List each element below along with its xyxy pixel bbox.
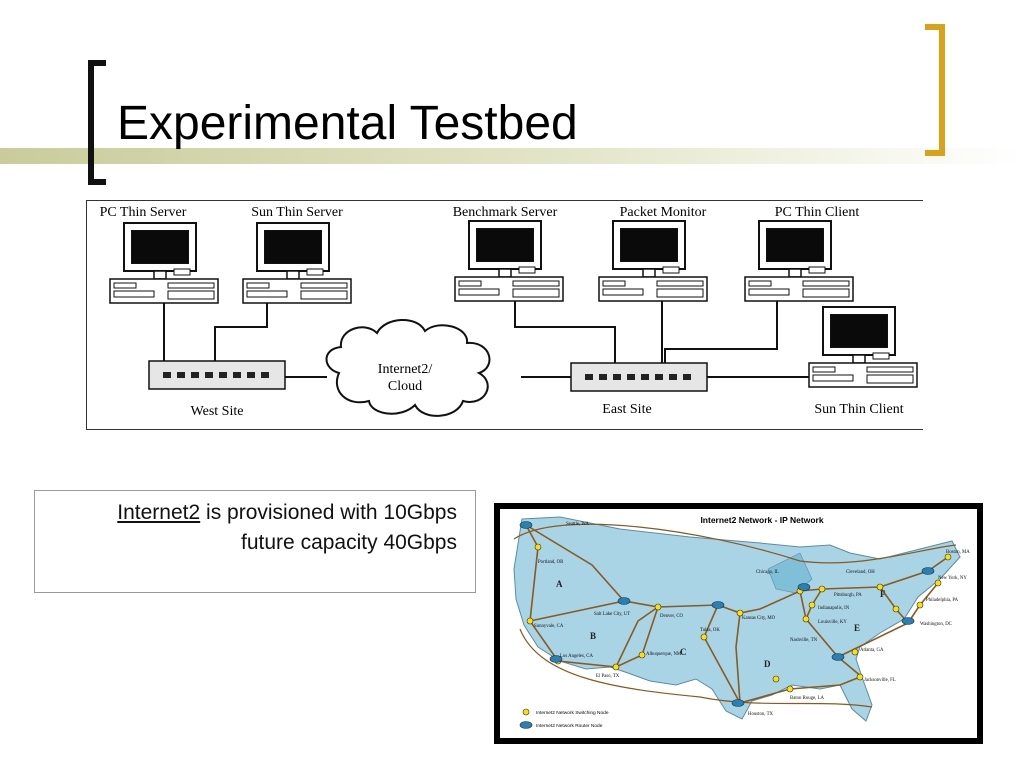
region-label: C — [680, 647, 687, 657]
west-switch: West Site — [148, 360, 286, 419]
us-landmass — [513, 516, 961, 722]
city-label: Washington, DC — [920, 622, 952, 627]
machine-label: PC Thin Server — [100, 205, 187, 220]
region-labels: A B C D E F — [556, 579, 886, 669]
machine-sun-thin-server: Sun Thin Server — [242, 205, 352, 304]
region-label: E — [854, 623, 860, 633]
region-label: F — [880, 589, 886, 599]
internet2-cloud: Internet2/ Cloud — [325, 318, 491, 417]
city-label: Los Angeles, CA — [560, 654, 593, 659]
city-label: Portland, OR — [538, 560, 564, 565]
east-switch: East Site — [570, 362, 708, 417]
left-bracket — [88, 60, 106, 185]
machine-label: PC Thin Client — [775, 205, 860, 220]
internet2-map: Internet2 Network - IP Network — [500, 509, 977, 738]
region-label: B — [590, 631, 596, 641]
slide-title: Experimental Testbed — [117, 97, 578, 150]
city-labels: Seattle, WA Portland, OR Sunnyvale, CA L… — [534, 522, 970, 717]
city-label: Albuquerque, NM — [646, 652, 682, 657]
city-label: Houston, TX — [748, 712, 773, 717]
internet2-link[interactable]: Internet2 — [117, 501, 201, 524]
city-label: Sunnyvale, CA — [534, 624, 564, 629]
machine-benchmark-server: Benchmark Server — [453, 205, 564, 302]
title-band — [0, 148, 1024, 164]
machine-pc-thin-server: PC Thin Server — [100, 205, 219, 304]
network-links — [163, 301, 813, 378]
city-label: Philadelphia, PA — [926, 598, 959, 603]
legend-router-label: Internet2 Network Router Node — [536, 723, 603, 729]
region-label: D — [764, 659, 771, 669]
city-label: Denver, CO — [660, 614, 684, 619]
city-label: Indianapolis, IN — [818, 606, 850, 611]
city-label: El Paso, TX — [596, 674, 620, 679]
map-legend: Internet2 Network Switching Node Interne… — [519, 708, 609, 729]
switching-nodes — [526, 543, 952, 693]
east-site-label: East Site — [602, 402, 651, 417]
city-label: Atlanta, GA — [860, 648, 884, 653]
city-label: Kansas City, MO — [742, 616, 776, 621]
city-label: New York, NY — [938, 576, 967, 581]
city-label: Pittsburgh, PA — [834, 593, 862, 598]
city-label: Nashville, TN — [790, 638, 818, 643]
cloud-label-line2: Cloud — [388, 379, 422, 394]
city-label: Cleveland, OH — [846, 570, 875, 575]
caption-line-2: future capacity 40Gbps — [241, 531, 457, 554]
city-label: Seattle, WA — [566, 522, 589, 527]
machine-label: Packet Monitor — [620, 205, 707, 220]
switching-node-icon — [522, 708, 530, 716]
router-nodes — [519, 521, 935, 707]
city-label: Jacksonville, FL — [864, 678, 896, 683]
city-label: Tulsa, OK — [700, 628, 720, 633]
internet2-map-frame: Internet2 Network - IP Network — [494, 503, 983, 744]
caption-line-1-text: is provisioned with 10Gbps — [200, 501, 457, 524]
legend-switch-label: Internet2 Network Switching Node — [536, 710, 609, 716]
machine-label: Benchmark Server — [453, 205, 558, 220]
city-label: Baton Rouge, LA — [790, 696, 825, 701]
cloud-label-line1: Internet2/ — [378, 362, 433, 377]
city-label: Boston, MA — [946, 550, 970, 555]
city-label: Louisville, KY — [818, 620, 847, 625]
right-bracket — [925, 24, 945, 156]
region-label: A — [556, 579, 563, 589]
city-label: Salt Lake City, UT — [594, 612, 630, 617]
machine-label: Sun Thin Server — [251, 205, 343, 220]
west-site-label: West Site — [191, 404, 244, 419]
caption-box: Internet2 is provisioned with 10Gbps fut… — [34, 490, 476, 593]
machine-pc-thin-client: PC Thin Client — [744, 205, 860, 302]
map-title: Internet2 Network - IP Network — [700, 515, 823, 525]
caption-line-1: Internet2 is provisioned with 10Gbps — [117, 501, 457, 525]
machine-packet-monitor: Packet Monitor — [598, 205, 708, 302]
testbed-diagram: PC Thin Server Sun Thin Server Benchmark… — [86, 200, 923, 430]
machine-label: Sun Thin Client — [814, 402, 903, 417]
machine-sun-thin-client: Sun Thin Client — [808, 306, 918, 417]
router-node-icon — [519, 721, 533, 729]
city-label: Chicago, IL — [756, 570, 779, 575]
